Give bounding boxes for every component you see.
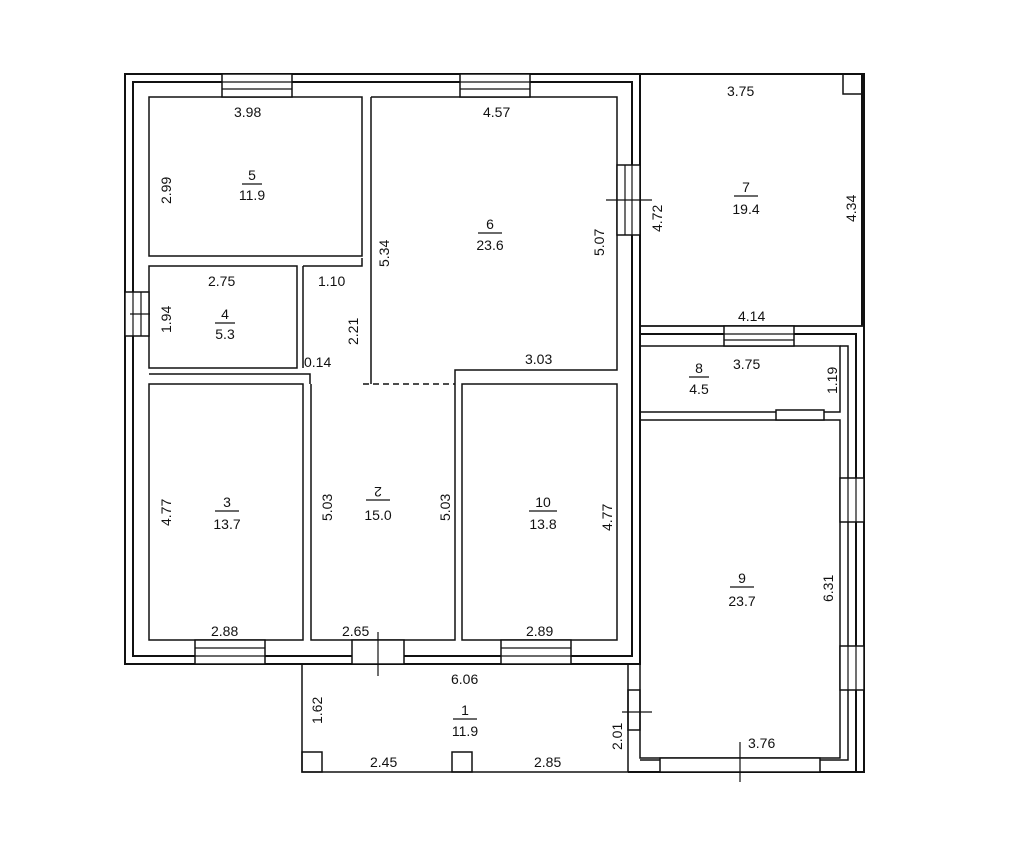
room-number: 7 [742, 179, 750, 195]
dim-label: 2.45 [370, 754, 397, 770]
room-number: 6 [486, 216, 494, 232]
room-label-3: 3 13.7 [213, 494, 240, 532]
dim-label: 5.03 [437, 494, 453, 521]
room-label-6: 6 23.6 [476, 216, 503, 253]
room-number: 8 [695, 360, 703, 376]
dim-label: 2.21 [345, 318, 361, 345]
dim-label: 5.34 [376, 240, 392, 267]
dim-label: 5.03 [319, 494, 335, 521]
dim-label: 3.75 [733, 356, 760, 372]
room-label-9: 9 23.7 [728, 570, 755, 609]
room-number: 3 [223, 494, 231, 510]
room-label-5: 5 11.9 [239, 167, 265, 203]
room-number: 2 [374, 484, 382, 500]
room-area: 19.4 [732, 201, 759, 217]
room-label-4: 4 5.3 [215, 306, 235, 342]
dim-label: 4.77 [599, 504, 615, 531]
room-label-1: 1 11.9 [452, 702, 478, 739]
room-area: 4.5 [689, 381, 709, 397]
dim-label: 2.75 [208, 273, 235, 289]
room-number: 10 [535, 494, 551, 510]
room-area: 11.9 [452, 723, 478, 739]
room-area: 13.8 [529, 516, 556, 532]
dim-label: 1.62 [309, 697, 325, 724]
room-area: 15.0 [364, 507, 391, 523]
room-number: 9 [738, 570, 746, 586]
room-label-7: 7 19.4 [732, 179, 759, 217]
dim-label: 4.57 [483, 104, 510, 120]
room-number: 4 [221, 306, 229, 322]
walls [124, 73, 865, 773]
windows [124, 73, 865, 782]
dim-label: 0.14 [304, 354, 331, 370]
dim-label: 5.07 [591, 229, 607, 256]
dim-label: 1.19 [824, 367, 840, 394]
room-label-10: 10 13.8 [529, 494, 557, 532]
dim-label: 6.31 [820, 575, 836, 602]
room-number: 1 [461, 702, 469, 718]
dim-label: 1.10 [318, 273, 345, 289]
room-area: 11.9 [239, 187, 265, 203]
dim-label: 4.77 [158, 499, 174, 526]
room-area: 5.3 [215, 326, 235, 342]
dim-label: 4.72 [649, 205, 665, 232]
room-label-2: 2 15.0 [364, 484, 391, 523]
dim-label: 3.03 [525, 351, 552, 367]
room-area: 23.7 [728, 593, 755, 609]
room-area: 13.7 [213, 516, 240, 532]
room-area: 23.6 [476, 237, 503, 253]
dim-label: 4.14 [738, 308, 765, 324]
dim-label: 2.88 [211, 623, 238, 639]
dim-label: 2.99 [158, 177, 174, 204]
dim-label: 3.76 [748, 735, 775, 751]
dim-label: 4.34 [843, 195, 859, 222]
dim-label: 2.65 [342, 623, 369, 639]
room-label-8: 8 4.5 [689, 360, 709, 397]
dim-label: 2.85 [534, 754, 561, 770]
dim-label: 3.98 [234, 104, 261, 120]
dim-label: 6.06 [451, 671, 478, 687]
dim-label: 2.01 [609, 723, 625, 750]
dim-label: 3.75 [727, 83, 754, 99]
dim-label: 1.94 [158, 306, 174, 333]
dim-label: 2.89 [526, 623, 553, 639]
room-number: 5 [248, 167, 256, 183]
dimension-labels: 3.98 4.57 3.75 2.75 1.10 0.14 4.14 3.75 … [158, 83, 859, 770]
